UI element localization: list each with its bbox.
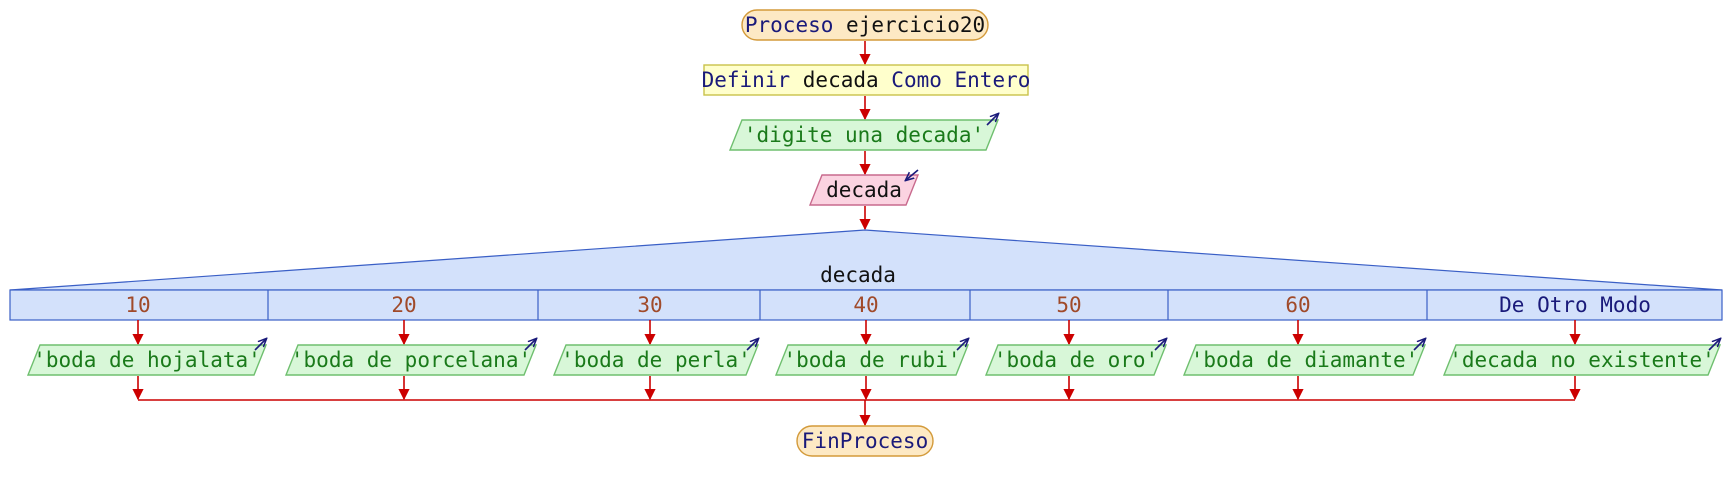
case-branch[interactable]: 'boda de diamante' bbox=[1182, 320, 1427, 401]
case-output-node[interactable] bbox=[1442, 344, 1722, 376]
case-output-node[interactable] bbox=[774, 344, 970, 376]
case-branch[interactable]: 'boda de rubi' bbox=[774, 320, 970, 401]
case-output-text: 'boda de diamante' bbox=[1191, 348, 1419, 372]
case-branch[interactable]: 'boda de perla' bbox=[552, 320, 760, 401]
case-label: 10 bbox=[125, 293, 150, 317]
define-type: Como Entero bbox=[891, 68, 1030, 92]
input-node[interactable]: decada bbox=[808, 169, 920, 206]
output-arrow-icon bbox=[986, 114, 998, 126]
case-label: 50 bbox=[1056, 293, 1081, 317]
case-output-text: 'boda de rubi' bbox=[783, 348, 960, 372]
case-label: 30 bbox=[637, 293, 662, 317]
case-output-text: 'boda de oro' bbox=[994, 348, 1158, 372]
switch-case-headers: 10 20 30 40 50 60 De Otro Modo bbox=[125, 290, 1651, 320]
case-branch[interactable]: 'boda de hojalata' bbox=[26, 320, 268, 401]
output-arrow-icon bbox=[254, 339, 266, 351]
process-keyword: Proceso bbox=[745, 13, 834, 37]
case-output-node[interactable] bbox=[1182, 344, 1427, 376]
case-label: 40 bbox=[853, 293, 878, 317]
case-output-node[interactable] bbox=[552, 344, 760, 376]
define-keyword: Definir bbox=[702, 68, 791, 92]
case-branches: 'boda de hojalata' 'boda de porcelana' 'bo… bbox=[26, 320, 1722, 401]
output-arrow-icon bbox=[956, 339, 968, 351]
svg-text:Definir decada Como Entero: Definir decada Como Entero bbox=[702, 68, 1031, 92]
case-output-node[interactable] bbox=[284, 344, 538, 376]
define-statement[interactable]: Definir decada Como Entero bbox=[702, 64, 1031, 96]
svg-text:Proceso ejercicio20: Proceso ejercicio20 bbox=[745, 13, 985, 37]
case-output-text: 'boda de hojalata' bbox=[33, 348, 261, 372]
process-end-terminal[interactable]: FinProceso bbox=[796, 425, 934, 457]
switch-node[interactable]: decada 10 20 30 40 50 60 De Otro Modo bbox=[9, 229, 1723, 321]
input-arrow-icon bbox=[906, 169, 919, 180]
case-label: 20 bbox=[391, 293, 416, 317]
end-label: FinProceso bbox=[802, 429, 928, 453]
output-arrow-icon bbox=[746, 339, 758, 351]
process-start-terminal[interactable]: Proceso ejercicio20 bbox=[741, 9, 989, 41]
case-output-text: 'boda de perla' bbox=[561, 348, 751, 372]
output-prompt-text: 'digite una decada' bbox=[744, 123, 984, 147]
case-output-text: 'boda de porcelana' bbox=[291, 348, 531, 372]
output-prompt-node[interactable]: 'digite una decada' bbox=[728, 114, 998, 151]
case-branch[interactable]: 'boda de porcelana' bbox=[284, 320, 538, 401]
case-output-node[interactable] bbox=[26, 344, 268, 376]
process-name: ejercicio20 bbox=[846, 13, 985, 37]
define-variable: decada bbox=[803, 68, 879, 92]
switch-variable: decada bbox=[820, 263, 896, 287]
output-arrow-icon bbox=[1154, 339, 1166, 351]
output-arrow-icon bbox=[1708, 339, 1720, 351]
case-branch[interactable]: 'boda de oro' bbox=[984, 320, 1168, 401]
output-arrow-icon bbox=[1413, 339, 1425, 351]
case-output-node[interactable] bbox=[984, 344, 1168, 376]
case-label-default: De Otro Modo bbox=[1499, 293, 1651, 317]
input-variable-text: decada bbox=[826, 178, 902, 202]
case-label: 60 bbox=[1285, 293, 1310, 317]
output-arrow-icon bbox=[524, 339, 536, 351]
case-branch[interactable]: 'decada no existente' bbox=[1442, 320, 1722, 401]
case-output-text: 'decada no existente' bbox=[1449, 348, 1715, 372]
